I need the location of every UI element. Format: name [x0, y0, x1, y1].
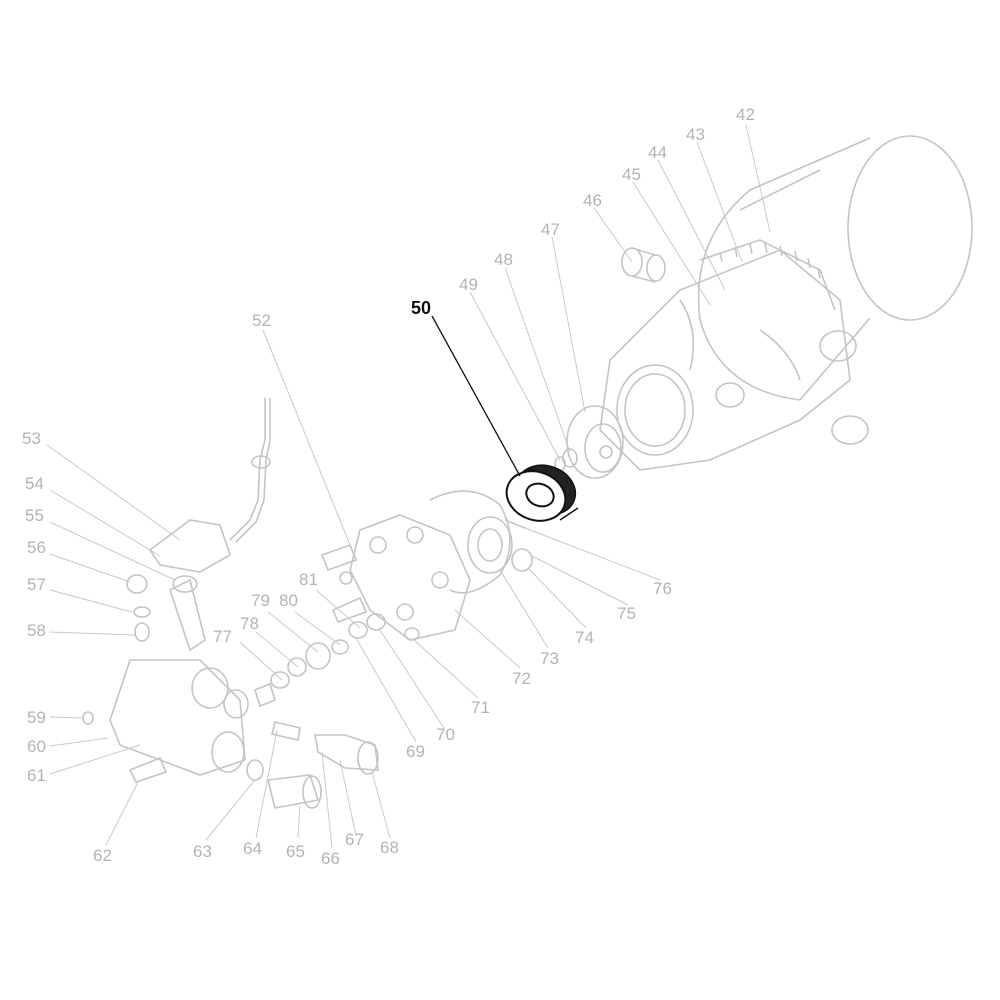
callout-59: 59: [27, 708, 46, 727]
callout-49: 49: [459, 275, 478, 294]
callout-72: 72: [512, 669, 531, 688]
manifold-body: [82, 659, 249, 783]
callout-64: 64: [243, 839, 262, 858]
callout-43: 43: [686, 125, 705, 144]
pump-head: [254, 490, 533, 708]
callout-45: 45: [622, 165, 641, 184]
callout-57: 57: [27, 575, 46, 594]
unloader-assembly: [126, 398, 271, 652]
callout-52: 52: [252, 311, 271, 330]
callout-74: 74: [575, 628, 594, 647]
callout-81: 81: [299, 570, 318, 589]
callout-69: 69: [406, 742, 425, 761]
callout-62: 62: [93, 846, 112, 865]
pump-casing: [599, 239, 869, 471]
callout-48: 48: [494, 250, 513, 269]
callout-47: 47: [541, 220, 560, 239]
part-50-highlighted: [505, 464, 579, 522]
callout-54: 54: [25, 474, 44, 493]
part-46: [621, 247, 666, 283]
callout-71: 71: [471, 698, 490, 717]
callout-46: 46: [583, 191, 602, 210]
callout-61: 61: [27, 766, 46, 785]
callout-73: 73: [540, 649, 559, 668]
callout-63: 63: [193, 842, 212, 861]
callout-68: 68: [380, 838, 399, 857]
part-47: [566, 405, 624, 479]
callout-65: 65: [286, 842, 305, 861]
outlet-fittings: [246, 721, 379, 809]
callout-42: 42: [736, 105, 755, 124]
callout-53: 53: [22, 429, 41, 448]
callout-60: 60: [27, 737, 46, 756]
callout-80: 80: [279, 591, 298, 610]
callout-58: 58: [27, 621, 46, 640]
motor-housing: [697, 135, 973, 401]
leader-lines: [46, 124, 771, 849]
callout-66: 66: [321, 849, 340, 868]
callout-55: 55: [25, 506, 44, 525]
callout-76: 76: [653, 579, 672, 598]
callout-78: 78: [240, 614, 259, 633]
callout-56: 56: [27, 538, 46, 557]
callout-44: 44: [648, 143, 667, 162]
callout-67: 67: [345, 830, 364, 849]
part-48-49: [554, 448, 578, 472]
callout-labels: 42 43 44 45 46 47 48 49 50 52 53 54 55 5…: [22, 105, 755, 868]
callout-50: 50: [411, 298, 431, 318]
callout-79: 79: [251, 591, 270, 610]
callout-75: 75: [617, 604, 636, 623]
callout-77: 77: [213, 627, 232, 646]
callout-70: 70: [436, 725, 455, 744]
